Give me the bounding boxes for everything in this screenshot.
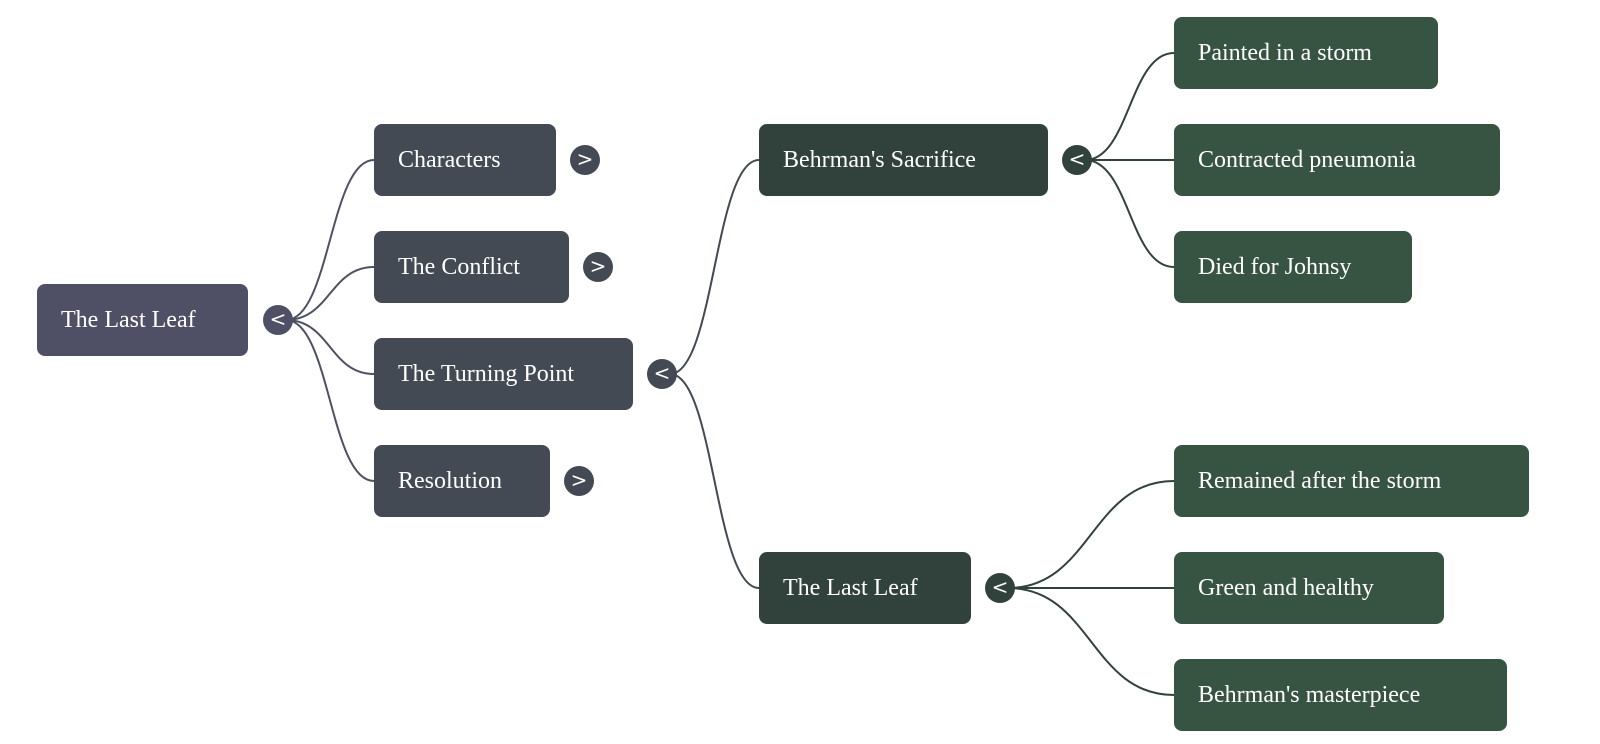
expand-toggle-icon[interactable]: >: [570, 145, 600, 175]
connector-line: [285, 159, 375, 321]
branch-node-the-conflict[interactable]: The Conflict: [374, 231, 569, 303]
root-node[interactable]: The Last Leaf: [37, 284, 248, 356]
subtopic-node-the-last-leaf[interactable]: The Last Leaf: [759, 552, 971, 624]
collapse-toggle-icon[interactable]: <: [647, 359, 677, 389]
branch-node-the-turning-point[interactable]: The Turning Point: [374, 338, 633, 410]
leaf-node-contracted-pneumonia[interactable]: Contracted pneumonia: [1174, 124, 1500, 196]
expand-toggle-icon[interactable]: >: [564, 466, 594, 496]
connector-line: [285, 319, 375, 375]
leaf-node-green-and-healthy[interactable]: Green and healthy: [1174, 552, 1444, 624]
leaf-node-painted-in-a-storm[interactable]: Painted in a storm: [1174, 17, 1438, 89]
connector-line: [1084, 52, 1175, 161]
collapse-toggle-icon[interactable]: <: [1062, 145, 1092, 175]
expand-toggle-icon[interactable]: >: [583, 252, 613, 282]
leaf-node-behrmans-masterpiece[interactable]: Behrman's masterpiece: [1174, 659, 1507, 731]
collapse-toggle-icon[interactable]: <: [263, 305, 293, 335]
connector-line: [285, 319, 375, 482]
connector-line: [1007, 480, 1175, 589]
connector-line: [285, 266, 375, 321]
connector-line: [1007, 587, 1175, 696]
branch-node-characters[interactable]: Characters: [374, 124, 556, 196]
connector-line: [669, 159, 760, 375]
collapse-toggle-icon[interactable]: <: [985, 573, 1015, 603]
leaf-node-died-for-johnsy[interactable]: Died for Johnsy: [1174, 231, 1412, 303]
subtopic-node-behrmans-sacrifice[interactable]: Behrman's Sacrifice: [759, 124, 1048, 196]
branch-node-resolution[interactable]: Resolution: [374, 445, 550, 517]
connector-line: [1084, 159, 1175, 268]
connector-line: [669, 373, 760, 589]
leaf-node-remained-after-the-storm[interactable]: Remained after the storm: [1174, 445, 1529, 517]
